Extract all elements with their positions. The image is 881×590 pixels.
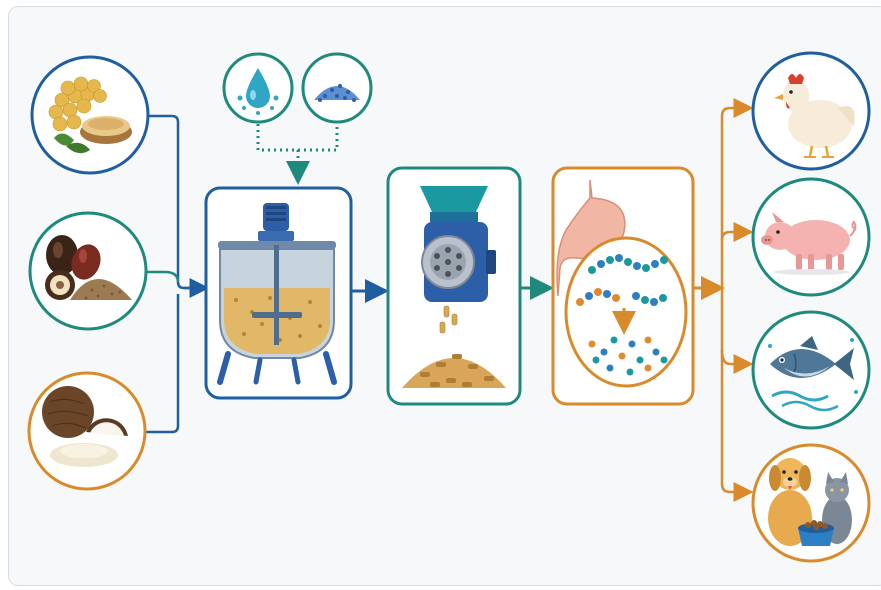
input-connectors [145, 114, 210, 434]
output-connectors [720, 98, 754, 502]
protein-chain-bottom [576, 288, 667, 306]
mixing-tank-icon [204, 186, 353, 400]
soybean-meal-icon [30, 55, 150, 175]
coconut-meal-icon [27, 371, 147, 491]
digestion-icon [551, 166, 695, 406]
palm-kernel-cake-icon [28, 211, 148, 331]
chicken-icon [751, 51, 871, 171]
dog-cat-pet-icon [751, 443, 871, 563]
fish-icon [751, 310, 871, 430]
amino-acids [588, 336, 668, 376]
enzyme-granules-icon [301, 52, 373, 124]
additive-connector [256, 124, 339, 185]
water-drop-icon [222, 52, 294, 124]
pellet-mill-icon [386, 166, 522, 406]
pig-icon [751, 177, 871, 297]
protein-chain-top [588, 254, 668, 274]
